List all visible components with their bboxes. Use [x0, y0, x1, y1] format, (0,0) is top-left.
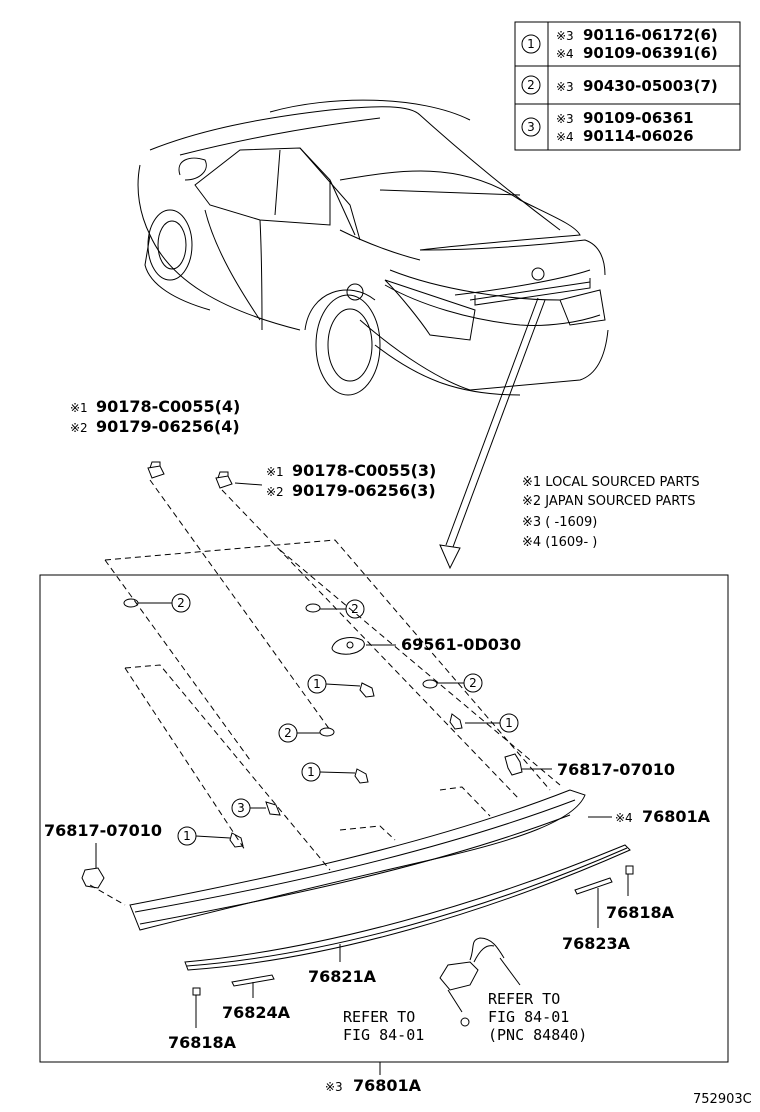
refer-note-2: REFER TO FIG 84-01 (PNC 84840)	[488, 990, 587, 1044]
label-76818a-right: 76818A	[606, 903, 675, 922]
label-76823a: 76823A	[562, 934, 631, 953]
svg-text:(PNC 84840): (PNC 84840)	[488, 1026, 587, 1044]
bottom-label-76801a: 76801A	[353, 1076, 422, 1095]
svg-text:※2: ※2	[70, 421, 88, 435]
car-illustration	[137, 99, 609, 396]
label-76821a: 76821A	[308, 967, 377, 986]
svg-text:3: 3	[237, 801, 245, 815]
bottom-label-mark: ※3	[325, 1080, 343, 1094]
svg-text:2: 2	[351, 602, 359, 616]
table-r1-mark2: ※4	[556, 47, 574, 61]
svg-text:REFER TO: REFER TO	[488, 990, 560, 1008]
label-76801a-mark: ※4	[615, 811, 633, 825]
svg-text:2: 2	[284, 726, 292, 740]
moulding-76821a	[184, 844, 631, 971]
svg-text:90178-C0055(3): 90178-C0055(3)	[292, 461, 436, 480]
svg-text:2: 2	[177, 596, 185, 610]
svg-text:※1: ※1	[70, 401, 88, 415]
table-r2-mark1: ※3	[556, 80, 574, 94]
table-num-2: 2	[527, 78, 535, 92]
table-num-3: 3	[527, 120, 535, 134]
pointer-arrow	[439, 297, 546, 570]
callout-3: 3	[231, 798, 266, 818]
legend: ※1 LOCAL SOURCED PARTS ※2 JAPAN SOURCED …	[522, 475, 700, 550]
label-69561: 69561-0D030	[401, 635, 521, 654]
svg-text:FIG 84-01: FIG 84-01	[488, 1008, 569, 1026]
svg-text:REFER TO: REFER TO	[343, 1008, 415, 1026]
table-r1-line2: 90109-06391(6)	[583, 44, 718, 62]
fastener-table: 1 2 3 ※3 90116-06172(6) ※4 90109-06391(6…	[514, 21, 741, 151]
bolt-icon	[229, 682, 463, 848]
table-r3-line2: 90114-06026	[583, 127, 694, 145]
svg-text:FIG 84-01: FIG 84-01	[343, 1026, 424, 1044]
clip-icon	[81, 867, 105, 889]
top-mid-fastener-label: ※1 90178-C0055(3) ※2 90179-06256(3)	[266, 461, 436, 500]
table-num-1: 1	[527, 37, 535, 51]
top-left-fastener-label: ※1 90178-C0055(4) ※2 90179-06256(4)	[70, 397, 240, 436]
callout-2: 2 2 2 2	[138, 593, 483, 743]
strip-76823a	[574, 877, 613, 895]
screw-icon	[265, 801, 281, 816]
svg-text:※2: ※2	[266, 485, 284, 499]
svg-text:1: 1	[313, 677, 321, 691]
table-r2-line1: 90430-05003(7)	[583, 77, 718, 95]
label-76824a: 76824A	[222, 1003, 291, 1022]
clip-icon	[215, 471, 233, 489]
table-r3-line1: 90109-06361	[583, 109, 694, 127]
table-r3-mark2: ※4	[556, 130, 574, 144]
refer-note-1: REFER TO FIG 84-01	[343, 1008, 424, 1044]
clip-icon	[147, 461, 165, 479]
lamp-assembly-icon	[439, 937, 521, 1027]
svg-text:※3 ( -1609): ※3 ( -1609)	[522, 515, 597, 530]
strip-76824a	[231, 974, 275, 987]
svg-text:※1 LOCAL SOURCED PARTS: ※1 LOCAL SOURCED PARTS	[522, 475, 700, 490]
callout-1: 1 1 1 1	[177, 674, 519, 846]
table-r1-line1: 90116-06172(6)	[583, 26, 718, 44]
svg-text:1: 1	[183, 829, 191, 843]
label-76817-right: 76817-07010	[557, 760, 675, 779]
end-piece-left	[192, 987, 201, 996]
assembly-lines	[89, 479, 561, 906]
detail-frame	[39, 574, 729, 1063]
grommet-icon	[331, 637, 396, 655]
svg-text:※4 (1609- ): ※4 (1609- )	[522, 535, 597, 550]
svg-text:※1: ※1	[266, 465, 284, 479]
label-76801a: 76801A	[642, 807, 711, 826]
end-piece-right	[625, 865, 634, 875]
figure-code: 752903C	[693, 1092, 752, 1107]
spoiler-76801a	[129, 789, 586, 931]
svg-text:1: 1	[307, 765, 315, 779]
svg-text:90178-C0055(4): 90178-C0055(4)	[96, 397, 240, 416]
svg-text:90179-06256(3): 90179-06256(3)	[292, 481, 436, 500]
clip-icon	[504, 753, 552, 776]
svg-text:※2 JAPAN SOURCED PARTS: ※2 JAPAN SOURCED PARTS	[522, 494, 696, 509]
label-76818a-left: 76818A	[168, 1033, 237, 1052]
table-r1-mark1: ※3	[556, 29, 574, 43]
svg-text:90179-06256(4): 90179-06256(4)	[96, 417, 240, 436]
washer-icon	[123, 598, 438, 737]
svg-text:2: 2	[469, 676, 477, 690]
table-r3-mark1: ※3	[556, 112, 574, 126]
svg-text:1: 1	[505, 716, 513, 730]
label-76817-left: 76817-07010	[44, 821, 162, 840]
